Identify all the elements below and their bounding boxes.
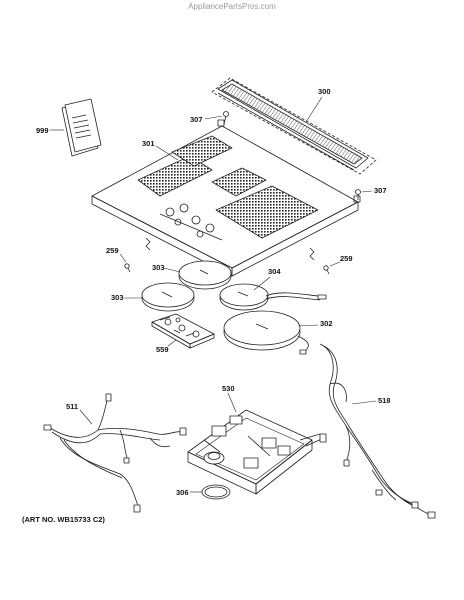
- screw-259-left: [124, 263, 131, 273]
- control-board-559: [151, 313, 215, 349]
- callout-302: 302: [320, 319, 333, 328]
- burner-302: [223, 310, 309, 355]
- callout-301: 301: [142, 139, 155, 148]
- art-number-label: (ART NO. WB15733 C2): [22, 515, 105, 524]
- wire-harness-518: [319, 343, 436, 519]
- wire-harness-511: [43, 393, 187, 513]
- screw-307-top: [223, 111, 229, 125]
- callout-259-left: 259: [106, 246, 119, 255]
- callout-304: 304: [268, 267, 281, 276]
- owners-manual: [61, 98, 102, 157]
- callout-300: 300: [318, 87, 331, 96]
- screw-307-right: [355, 189, 361, 200]
- callout-530: 530: [222, 384, 235, 393]
- callout-559: 559: [156, 345, 169, 354]
- glass-cooktop: [91, 119, 361, 277]
- callout-259-right: 259: [340, 254, 353, 263]
- callout-511: 511: [66, 402, 79, 411]
- rear-vent-trim: [211, 77, 377, 175]
- burner-303-left: [141, 282, 195, 312]
- callout-307-right: 307: [374, 186, 387, 195]
- callout-303-top: 303: [152, 263, 165, 272]
- leader-lines: [50, 96, 377, 493]
- screw-259-right: [323, 265, 330, 275]
- burner-303-top: [178, 260, 232, 290]
- callout-999: 999: [36, 126, 49, 135]
- callout-306: 306: [176, 488, 189, 497]
- lower-box-530: [187, 409, 327, 495]
- watermark: AppliancePartsPros.com: [188, 2, 276, 11]
- clips: [145, 237, 315, 261]
- callout-518: 518: [378, 396, 391, 405]
- callout-303-left: 303: [111, 293, 124, 302]
- callout-307-top: 307: [190, 115, 203, 124]
- burner-304: [219, 283, 327, 311]
- gasket-ring-306: [201, 484, 231, 500]
